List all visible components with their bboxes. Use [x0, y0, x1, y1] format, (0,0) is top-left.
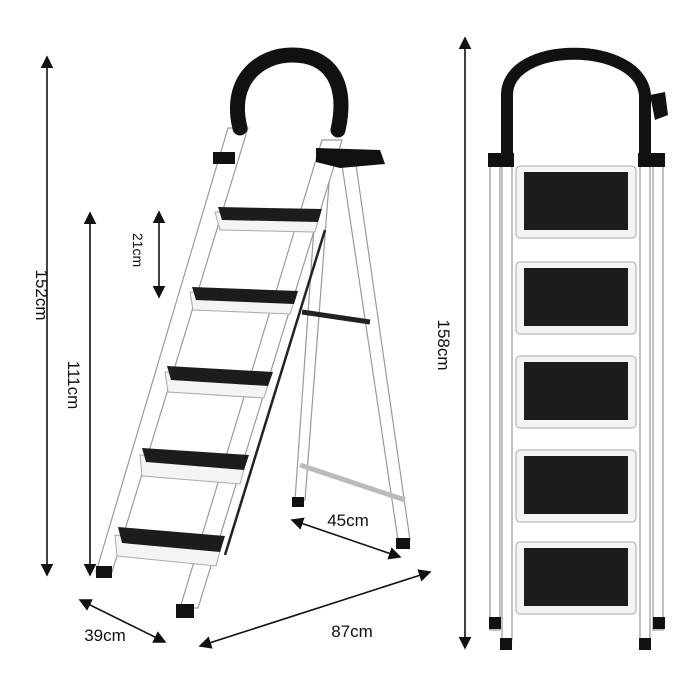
hinge-right: [638, 153, 665, 167]
hinge-left: [213, 152, 235, 164]
dimension-87: 87cm: [198, 569, 432, 649]
rear-bar: [301, 309, 371, 325]
foot-rear-right: [396, 538, 410, 549]
label-rear-base-depth: 45cm: [327, 511, 369, 530]
folded-ladder-illustration: [488, 47, 668, 650]
foot-front-right: [176, 604, 194, 618]
label-base-length: 87cm: [331, 622, 373, 641]
rail-right-outer: [652, 159, 664, 631]
dimension-39: 39cm: [78, 599, 167, 645]
handle-grip: [229, 47, 349, 138]
label-total-height-folded: 158cm: [434, 319, 453, 370]
label-top-step-height: 111cm: [64, 361, 83, 410]
tool-tray: [650, 92, 668, 120]
handle-grip: [501, 47, 651, 155]
rail-right-inner: [639, 159, 651, 641]
rear-brace: [299, 462, 406, 503]
foot-front-left: [96, 566, 112, 578]
label-step-spacing: 21cm: [130, 233, 146, 267]
rail-left-outer: [489, 159, 501, 631]
steps: [515, 165, 637, 615]
dimension-111: 111cm: [64, 211, 97, 577]
dimension-45: 45cm: [290, 511, 402, 560]
dimension-21: 21cm: [130, 210, 166, 299]
label-width: 39cm: [84, 626, 126, 645]
open-ladder-illustration: [95, 47, 411, 618]
dimension-158: 158cm: [434, 36, 472, 650]
label-total-height-open: 152cm: [32, 269, 51, 320]
steps: [114, 207, 322, 567]
support-rod: [223, 229, 327, 556]
hinge-left: [488, 153, 514, 167]
dimension-152: 152cm: [32, 55, 54, 577]
foot-rear-left: [292, 497, 304, 507]
rail-left-inner: [501, 159, 513, 641]
tool-tray: [316, 148, 385, 168]
